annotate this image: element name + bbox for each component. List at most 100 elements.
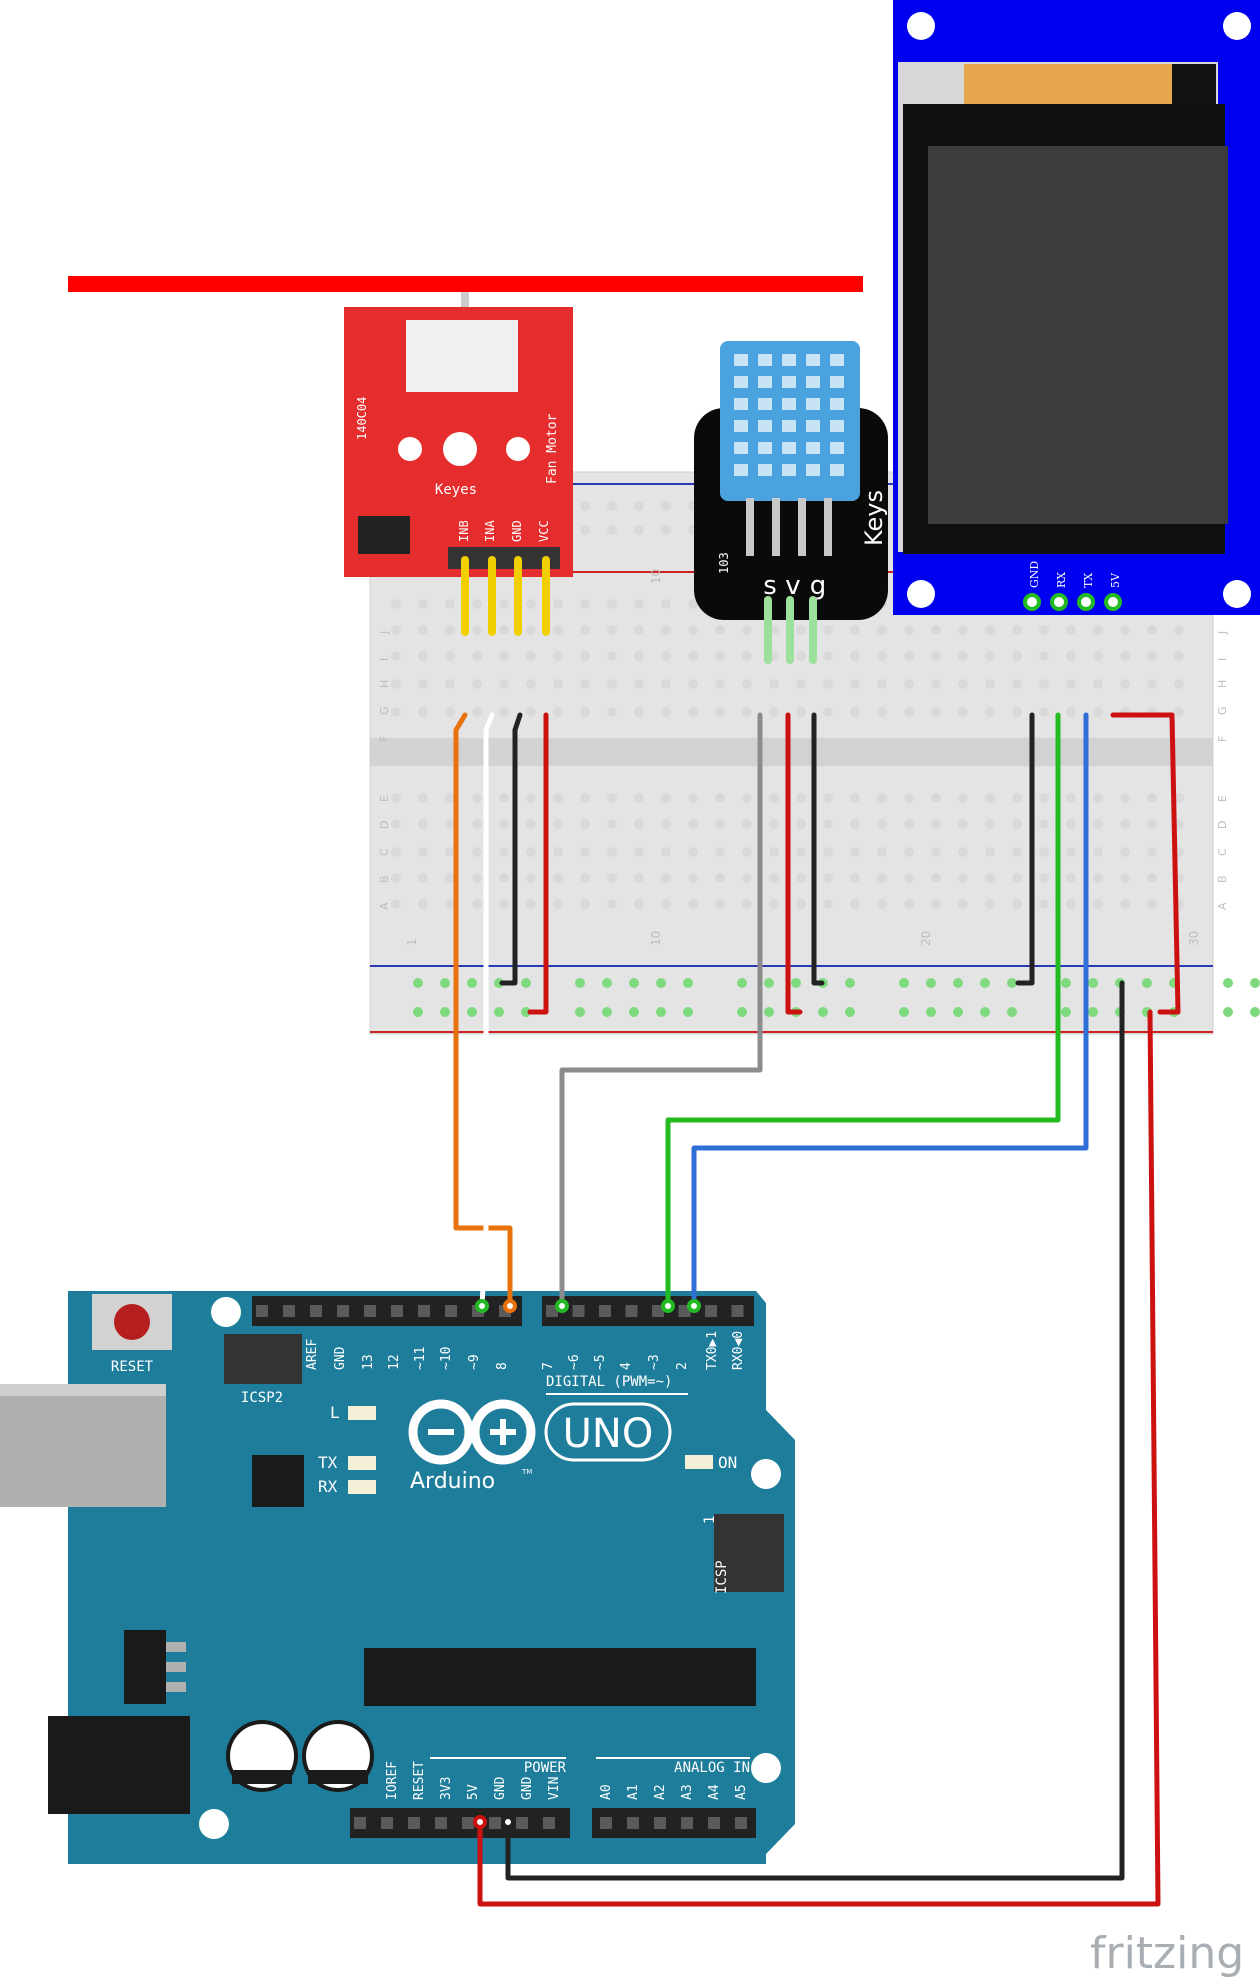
breadboard-hole: [634, 707, 644, 717]
capacitor: [226, 1720, 298, 1792]
column-number: 20: [919, 931, 933, 946]
breadboard-hole: [1039, 707, 1049, 717]
wire-red-tft-5v: [1110, 712, 1181, 1015]
led-rx: [348, 1480, 376, 1494]
header-pin: [408, 1817, 420, 1829]
header-pin: [364, 1305, 376, 1317]
reset-label: RESET: [111, 1359, 154, 1375]
column-number: 10: [649, 931, 663, 946]
breadboard-hole: [634, 679, 644, 689]
dht-vent: [806, 354, 820, 366]
digital-pin-label: ~6: [567, 1354, 582, 1370]
breadboard-hole: [1093, 847, 1103, 857]
breadboard-hole: [985, 899, 995, 909]
breadboard-hole: [796, 873, 806, 883]
breadboard-hole: [391, 873, 401, 883]
breadboard-hole: [985, 819, 995, 829]
breadboard-hole: [931, 625, 941, 635]
breadboard-hole: [580, 525, 590, 535]
wire-white: [479, 712, 495, 1309]
power-rail-hole: [818, 1007, 828, 1017]
breadboard-hole: [526, 651, 536, 661]
breadboard-hole: [553, 873, 563, 883]
power-pin-label: 5V: [466, 1784, 481, 1800]
digital-pin-label: ~11: [413, 1347, 428, 1370]
dht-vent: [806, 442, 820, 454]
breadboard-hole: [904, 679, 914, 689]
dht-vent: [806, 464, 820, 476]
dht-module: 103 Keys s v g: [694, 341, 888, 620]
breadboard-hole: [499, 873, 509, 883]
breadboard-hole: [418, 899, 428, 909]
breadboard-hole: [1066, 873, 1076, 883]
breadboard-hole: [796, 625, 806, 635]
led-on: [685, 1455, 713, 1469]
breadboard-hole: [769, 819, 779, 829]
breadboard-hole: [1120, 847, 1130, 857]
breadboard-hole: [499, 793, 509, 803]
breadboard-hole: [715, 899, 725, 909]
breadboard-hole: [418, 873, 428, 883]
breadboard-hole: [823, 651, 833, 661]
power-pin-label: GND: [493, 1776, 508, 1800]
breadboard-hole: [1147, 793, 1157, 803]
wire-end: [475, 1299, 489, 1313]
usb-chip: [252, 1455, 304, 1507]
breadboard-hole: [499, 847, 509, 857]
breadboard-hole: [553, 651, 563, 661]
dht-vent: [734, 464, 748, 476]
breadboard-hole: [499, 625, 509, 635]
dht-vent: [758, 398, 772, 410]
breadboard-hole: [1039, 651, 1049, 661]
arduino-uno: RESET ICSP2 L TX RX ON UNO Arduino TM 1 …: [0, 1291, 795, 1864]
breadboard-hole: [472, 625, 482, 635]
column-number: 1: [405, 938, 419, 946]
breadboard-hole: [742, 899, 752, 909]
digital-pin-label: 2: [675, 1362, 690, 1370]
breadboard-hole: [580, 625, 590, 635]
power-rail-hole: [953, 1007, 963, 1017]
breadboard-hole: [985, 679, 995, 689]
breadboard-hole: [688, 707, 698, 717]
breadboard-hole: [1147, 873, 1157, 883]
dht-vent: [758, 376, 772, 388]
header-pin: [681, 1817, 693, 1829]
breadboard-row-letters: J I H G F E D C B A J I H G F E D C B A: [378, 631, 1229, 910]
breadboard-hole: [931, 873, 941, 883]
breadboard-hole: [1039, 899, 1049, 909]
row-letter: B: [378, 875, 391, 883]
breadboard-hole: [796, 847, 806, 857]
breadboard-hole: [1120, 873, 1130, 883]
breadboard-hole: [850, 625, 860, 635]
breadboard-hole: [823, 625, 833, 635]
breadboard-hole: [796, 793, 806, 803]
header-pin: [445, 1305, 457, 1317]
dht-vent: [782, 464, 796, 476]
row-letter: I: [1216, 658, 1229, 661]
wire-red-arduino-5v: [477, 1009, 1161, 1907]
mount-hole: [211, 1297, 241, 1327]
power-rail-hole: [629, 978, 639, 988]
breadboard-hole: [580, 899, 590, 909]
power-rail-hole: [575, 1007, 585, 1017]
wire-green-tft-rx: [665, 712, 1061, 1309]
breadboard-hole: [445, 679, 455, 689]
breadboard-hole: [931, 793, 941, 803]
breadboard-hole: [985, 707, 995, 717]
breadboard-hole: [472, 847, 482, 857]
wire-red-dht-vcc: [785, 712, 803, 1015]
breadboard-hole: [1093, 819, 1103, 829]
breadboard-hole: [418, 819, 428, 829]
row-letter: H: [378, 680, 391, 688]
breadboard-hole: [1093, 899, 1103, 909]
breadboard-hole: [877, 651, 887, 661]
digital-pin-label: AREF: [305, 1339, 320, 1370]
breadboard-hole: [391, 651, 401, 661]
power-rail-hole: [494, 1007, 504, 1017]
breadboard-hole: [985, 873, 995, 883]
breadboard-hole: [1012, 625, 1022, 635]
wire-end: [687, 1299, 701, 1313]
breadboard-hole: [634, 525, 644, 535]
breadboard-hole: [1120, 651, 1130, 661]
header-pin: [625, 1305, 638, 1317]
